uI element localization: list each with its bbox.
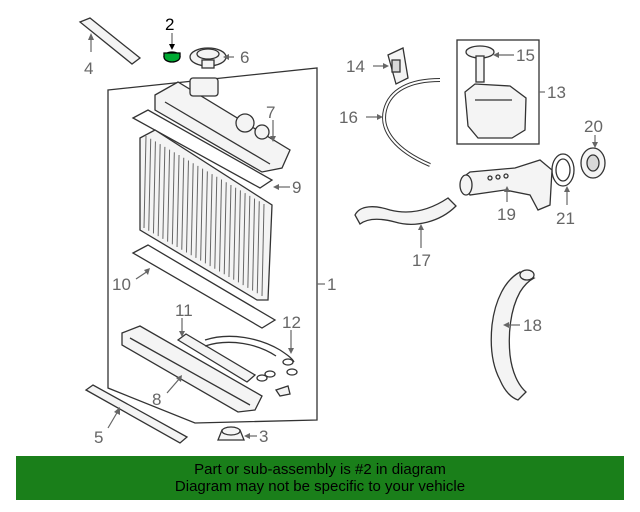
- label-part-11: 11: [175, 301, 193, 320]
- radiator-fin: [214, 176, 218, 269]
- label-part-20: 20: [584, 117, 603, 136]
- radiator-fin: [256, 201, 260, 294]
- info-banner: Part or sub-assembly is #2 in diagram Di…: [16, 456, 624, 500]
- radiator-fin: [242, 193, 246, 286]
- radiator-fin: [157, 144, 161, 237]
- radiator-fin: [176, 155, 180, 248]
- label-part-7: 7: [266, 103, 275, 122]
- radiator-fin: [167, 149, 171, 242]
- radiator-fin: [200, 168, 204, 261]
- radiator-fin: [152, 141, 156, 234]
- part-21-gasket: [551, 153, 575, 187]
- part-18-lower-hose: [490, 269, 536, 401]
- part-19-water-outlet: [459, 159, 553, 211]
- part-5-support-bar: [84, 384, 189, 444]
- label-part-1: 1: [327, 275, 336, 294]
- radiator-fin: [162, 146, 166, 239]
- radiator-fin: [190, 163, 194, 256]
- banner-line-1: Part or sub-assembly is #2 in diagram: [194, 461, 446, 478]
- part-16-hose: [382, 78, 441, 167]
- part-4-support-bar: [78, 17, 142, 65]
- label-part-18: 18: [523, 316, 542, 335]
- radiator-fin: [143, 135, 147, 229]
- label-part-16: 16: [339, 108, 358, 127]
- label-part-3: 3: [259, 427, 268, 446]
- part-10-gasket: [131, 244, 277, 329]
- radiator-fin: [223, 182, 227, 275]
- radiator-fin: [237, 190, 241, 283]
- leader-lines: [88, 33, 598, 439]
- radiator-frame-outline: [107, 67, 318, 424]
- part-20-thermostat: [580, 147, 606, 179]
- label-part-13: 13: [547, 83, 566, 102]
- label-part-19: 19: [497, 205, 516, 224]
- label-part-5: 5: [94, 428, 103, 447]
- part-3-drain-cock: [217, 426, 245, 441]
- radiator-fin: [209, 174, 213, 267]
- banner-line-2: Diagram may not be specific to your vehi…: [174, 478, 466, 495]
- radiator-fin: [181, 157, 185, 250]
- label-part-14: 14: [346, 57, 365, 76]
- radiator-fin: [185, 160, 189, 253]
- part-15-reservoir-cap: [465, 45, 495, 83]
- label-part-8: 8: [152, 390, 161, 409]
- part-7-upper-tank: [154, 77, 291, 173]
- reservoir-tank: [464, 83, 527, 139]
- label-part-17: 17: [412, 251, 431, 270]
- part-6-radiator-cap: [189, 47, 227, 69]
- radiator-fin: [233, 187, 237, 280]
- radiator-core: [139, 129, 273, 301]
- label-part-12: 12: [282, 313, 301, 332]
- label-part-21: 21: [556, 209, 575, 228]
- radiator-fin: [219, 179, 223, 272]
- radiator-fin: [261, 203, 265, 297]
- part-2-cap[interactable]: [163, 51, 181, 63]
- label-part-9: 9: [292, 178, 301, 197]
- label-part-15: 15: [516, 46, 535, 65]
- part-8-lower-tank: [121, 325, 263, 413]
- part-14-bracket: [387, 47, 409, 85]
- part-9-gasket: [131, 109, 274, 189]
- radiator-fin: [228, 184, 232, 277]
- radiator-fin: [195, 165, 199, 258]
- radiator-fin: [204, 171, 208, 264]
- part-11-pipe: [176, 333, 295, 383]
- radiator-fin: [148, 138, 152, 231]
- radiator-fin: [247, 195, 251, 288]
- part-17-upper-hose: [354, 197, 457, 225]
- radiator-fin: [252, 198, 256, 291]
- part-12-o-rings: [256, 358, 298, 397]
- parts-diagram: 4 2 6 7 9 10 1 11 12 8 5 3 14 16 15 13 2…: [78, 15, 606, 447]
- label-part-4: 4: [84, 59, 93, 78]
- label-part-2[interactable]: 2: [165, 15, 174, 34]
- label-part-10: 10: [112, 275, 131, 294]
- label-part-6: 6: [240, 48, 249, 67]
- radiator-fin: [171, 152, 175, 245]
